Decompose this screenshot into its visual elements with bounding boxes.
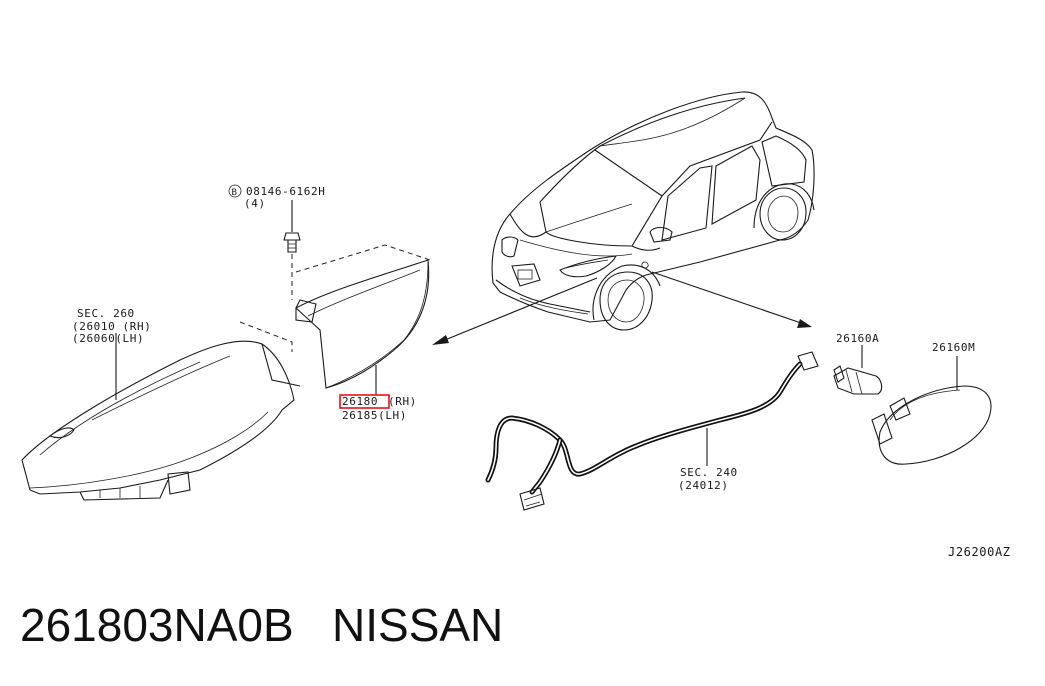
bolt-part-number: 08146-6162H	[246, 185, 325, 198]
front-lamp-callout: 26180 (RH) 26185(LH)	[339, 394, 417, 422]
pointer-arrows	[432, 271, 812, 345]
bolt-callout: B 08146-6162H (4)	[228, 184, 325, 232]
highlight-box	[339, 394, 390, 409]
side-marker-part	[871, 356, 992, 465]
socket-part	[833, 345, 883, 395]
diagram-code: J26200AZ	[948, 545, 1011, 559]
front-lamp-part	[239, 244, 431, 395]
headlamp-callout: SEC. 260 (26010 (RH) (26060(LH)	[72, 307, 151, 345]
harness-callout: SEC. 240 (24012)	[678, 466, 738, 492]
headlamp-part	[21, 333, 301, 501]
caption-brand: NISSAN	[332, 599, 504, 651]
socket-part-number: 26160A	[836, 332, 879, 345]
headlamp-sec: SEC. 260	[77, 307, 135, 320]
front-lamp-part-rh-suffix: (RH)	[388, 395, 417, 408]
part-caption: 261803NA0B NISSAN	[20, 598, 503, 652]
front-lamp-part-rh-number: 26180	[342, 395, 378, 408]
harness-sec: SEC. 240	[680, 466, 738, 479]
caption-part-number: 261803NA0B	[20, 599, 294, 651]
bolt-symbol: B	[232, 188, 238, 198]
socket-callout: 26160A	[836, 332, 879, 345]
headlamp-part-lh: (26060(LH)	[72, 332, 144, 345]
front-lamp-part-lh: 26185(LH)	[342, 409, 407, 422]
side-marker-part-number: 26160M	[932, 341, 975, 354]
harness-code: (24012)	[678, 479, 729, 492]
bolt-part	[283, 232, 301, 300]
wiring-harness-part	[485, 351, 819, 511]
bolt-quantity: (4)	[244, 197, 266, 210]
headlamp-part-rh: (26010 (RH)	[72, 320, 151, 333]
car-illustration	[491, 91, 815, 331]
bolt-symbol-circle	[228, 184, 242, 198]
side-marker-callout: 26160M	[932, 341, 975, 354]
